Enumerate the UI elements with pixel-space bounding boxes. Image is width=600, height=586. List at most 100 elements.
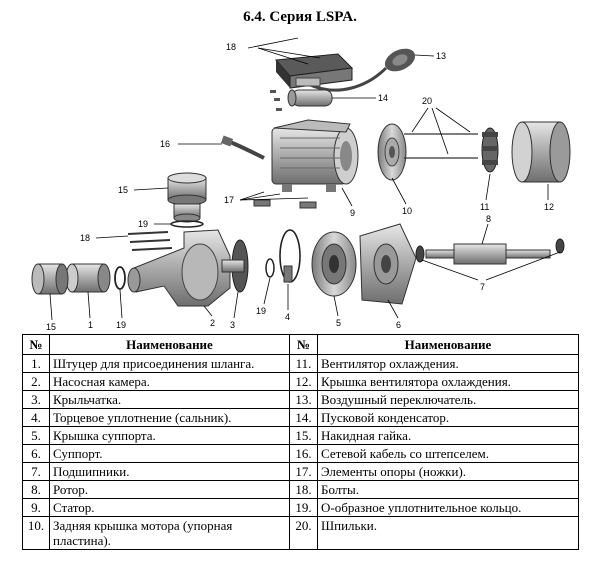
- start-capacitor: [287, 89, 333, 107]
- part-name: Ротор.: [49, 480, 290, 499]
- part-name: Штуцер для присоединения шланга.: [49, 354, 290, 373]
- hose-connector: [65, 263, 111, 293]
- callout-number: 1: [88, 320, 93, 330]
- callout-number: 12: [544, 202, 554, 212]
- part-name: Крышка вентилятора охлаждения.: [317, 372, 579, 391]
- page-title: 6.4. Серия LSPA.: [243, 9, 357, 25]
- leader-line: [411, 107, 429, 133]
- part-number: 12.: [289, 372, 318, 391]
- leader-line: [481, 223, 489, 245]
- part-name: Накидная гайка.: [317, 426, 579, 445]
- power-cable: [220, 135, 265, 160]
- part-number: 10.: [22, 516, 50, 550]
- part-name: Статор.: [49, 498, 290, 517]
- table-row: 7. Подшипники. 17. Элементы опоры (ножки…: [22, 462, 579, 481]
- part-number: 7.: [22, 462, 50, 481]
- stator-housing: [271, 119, 359, 192]
- support-feet: [253, 199, 317, 209]
- callout-number: 4: [285, 312, 290, 322]
- table-row: 10. Задняя крышка мотора (упорная пласти…: [22, 516, 579, 550]
- part-name: Вентилятор охлаждения.: [317, 354, 579, 373]
- leader-line: [119, 289, 123, 319]
- leader-line: [203, 305, 213, 317]
- part-name: Крыльчатка.: [49, 390, 290, 409]
- rotor: [425, 243, 551, 265]
- part-number: 14.: [289, 408, 318, 427]
- header-cell: Наименование: [317, 334, 579, 355]
- part-name: Болты.: [317, 480, 579, 499]
- o-ring-left: [114, 266, 126, 290]
- leader-line: [431, 107, 449, 155]
- leader-line: [239, 197, 309, 201]
- part-number: 5.: [22, 426, 50, 445]
- callout-number: 8: [486, 214, 491, 224]
- callout-number: 20: [422, 96, 432, 106]
- leader-line: [239, 191, 265, 201]
- part-number: 2.: [22, 372, 50, 391]
- part-name: Шпильки.: [317, 516, 579, 550]
- leader-line: [341, 187, 353, 207]
- callout-number: 15: [46, 322, 56, 332]
- part-number: 9.: [22, 498, 50, 517]
- callout-number: 19: [116, 320, 126, 330]
- leader-line: [485, 173, 491, 201]
- part-name: Суппорт.: [49, 444, 290, 463]
- part-number: 8.: [22, 480, 50, 499]
- table-header-row: № Наименование № Наименование: [22, 334, 579, 355]
- leader-line: [485, 251, 561, 281]
- small-fasteners: [270, 90, 282, 111]
- part-number: 20.: [289, 516, 318, 550]
- part-number: 17.: [289, 462, 318, 481]
- table-row: 1. Штуцер для присоединения шланга. 11. …: [22, 354, 579, 373]
- part-name: Крышка суппорта.: [49, 426, 290, 445]
- callout-number: 5: [336, 318, 341, 328]
- callout-number: 17: [224, 195, 234, 205]
- part-name: Подшипники.: [49, 462, 290, 481]
- part-name: Насосная камера.: [49, 372, 290, 391]
- bearing-front: [415, 245, 425, 263]
- union-nut-top: [167, 172, 207, 206]
- leader-line: [387, 299, 399, 319]
- bearing-rear: [555, 238, 565, 254]
- outlet-fitting: [173, 203, 201, 223]
- part-number: 13.: [289, 390, 318, 409]
- table-row: 3. Крыльчатка. 13. Воздушный переключате…: [22, 390, 579, 409]
- part-number: 1.: [22, 354, 50, 373]
- leader-line: [421, 259, 479, 281]
- leader-line: [49, 293, 53, 321]
- bolts-left: [127, 231, 173, 251]
- part-name: Элементы опоры (ножки).: [317, 462, 579, 481]
- callout-number: 16: [160, 139, 170, 149]
- rear-motor-cover: [377, 123, 407, 181]
- leader-line: [257, 47, 321, 59]
- callout-number: 2: [210, 318, 215, 328]
- impeller: [221, 239, 249, 293]
- part-number: 19.: [289, 498, 318, 517]
- leader-line: [233, 291, 239, 319]
- table-row: 9. Статор. 19. О-образное уплотнительное…: [22, 498, 579, 517]
- part-name: Задняя крышка мотора (упорная пластина).: [49, 516, 290, 550]
- table-row: 8. Ротор. 18. Болты.: [22, 480, 579, 499]
- studs: [404, 133, 478, 159]
- part-number: 4.: [22, 408, 50, 427]
- callout-number: 10: [402, 206, 412, 216]
- leader-line: [133, 187, 169, 191]
- o-ring-small: [265, 258, 275, 278]
- callout-number: 11: [480, 202, 489, 212]
- leader-line: [414, 54, 435, 57]
- leader-line: [263, 277, 271, 305]
- callout-number: 18: [80, 233, 90, 243]
- exploded-view-diagram: 18 13 14 20 16 10 11 12 15 17 9 19 8 18 …: [31, 37, 571, 332]
- part-number: 16.: [289, 444, 318, 463]
- callout-number: 19: [138, 219, 148, 229]
- callout-number: 6: [396, 320, 401, 330]
- leader-line: [435, 107, 471, 133]
- support-cover: [311, 231, 357, 297]
- table-row: 2. Насосная камера. 12. Крышка вентилято…: [22, 372, 579, 391]
- part-number: 3.: [22, 390, 50, 409]
- header-cell: №: [22, 334, 50, 355]
- table-row: 5. Крышка суппорта. 15. Накидная гайка.: [22, 426, 579, 445]
- callout-number: 3: [230, 320, 235, 330]
- header-cell: №: [289, 334, 318, 355]
- union-nut-left: [31, 263, 69, 295]
